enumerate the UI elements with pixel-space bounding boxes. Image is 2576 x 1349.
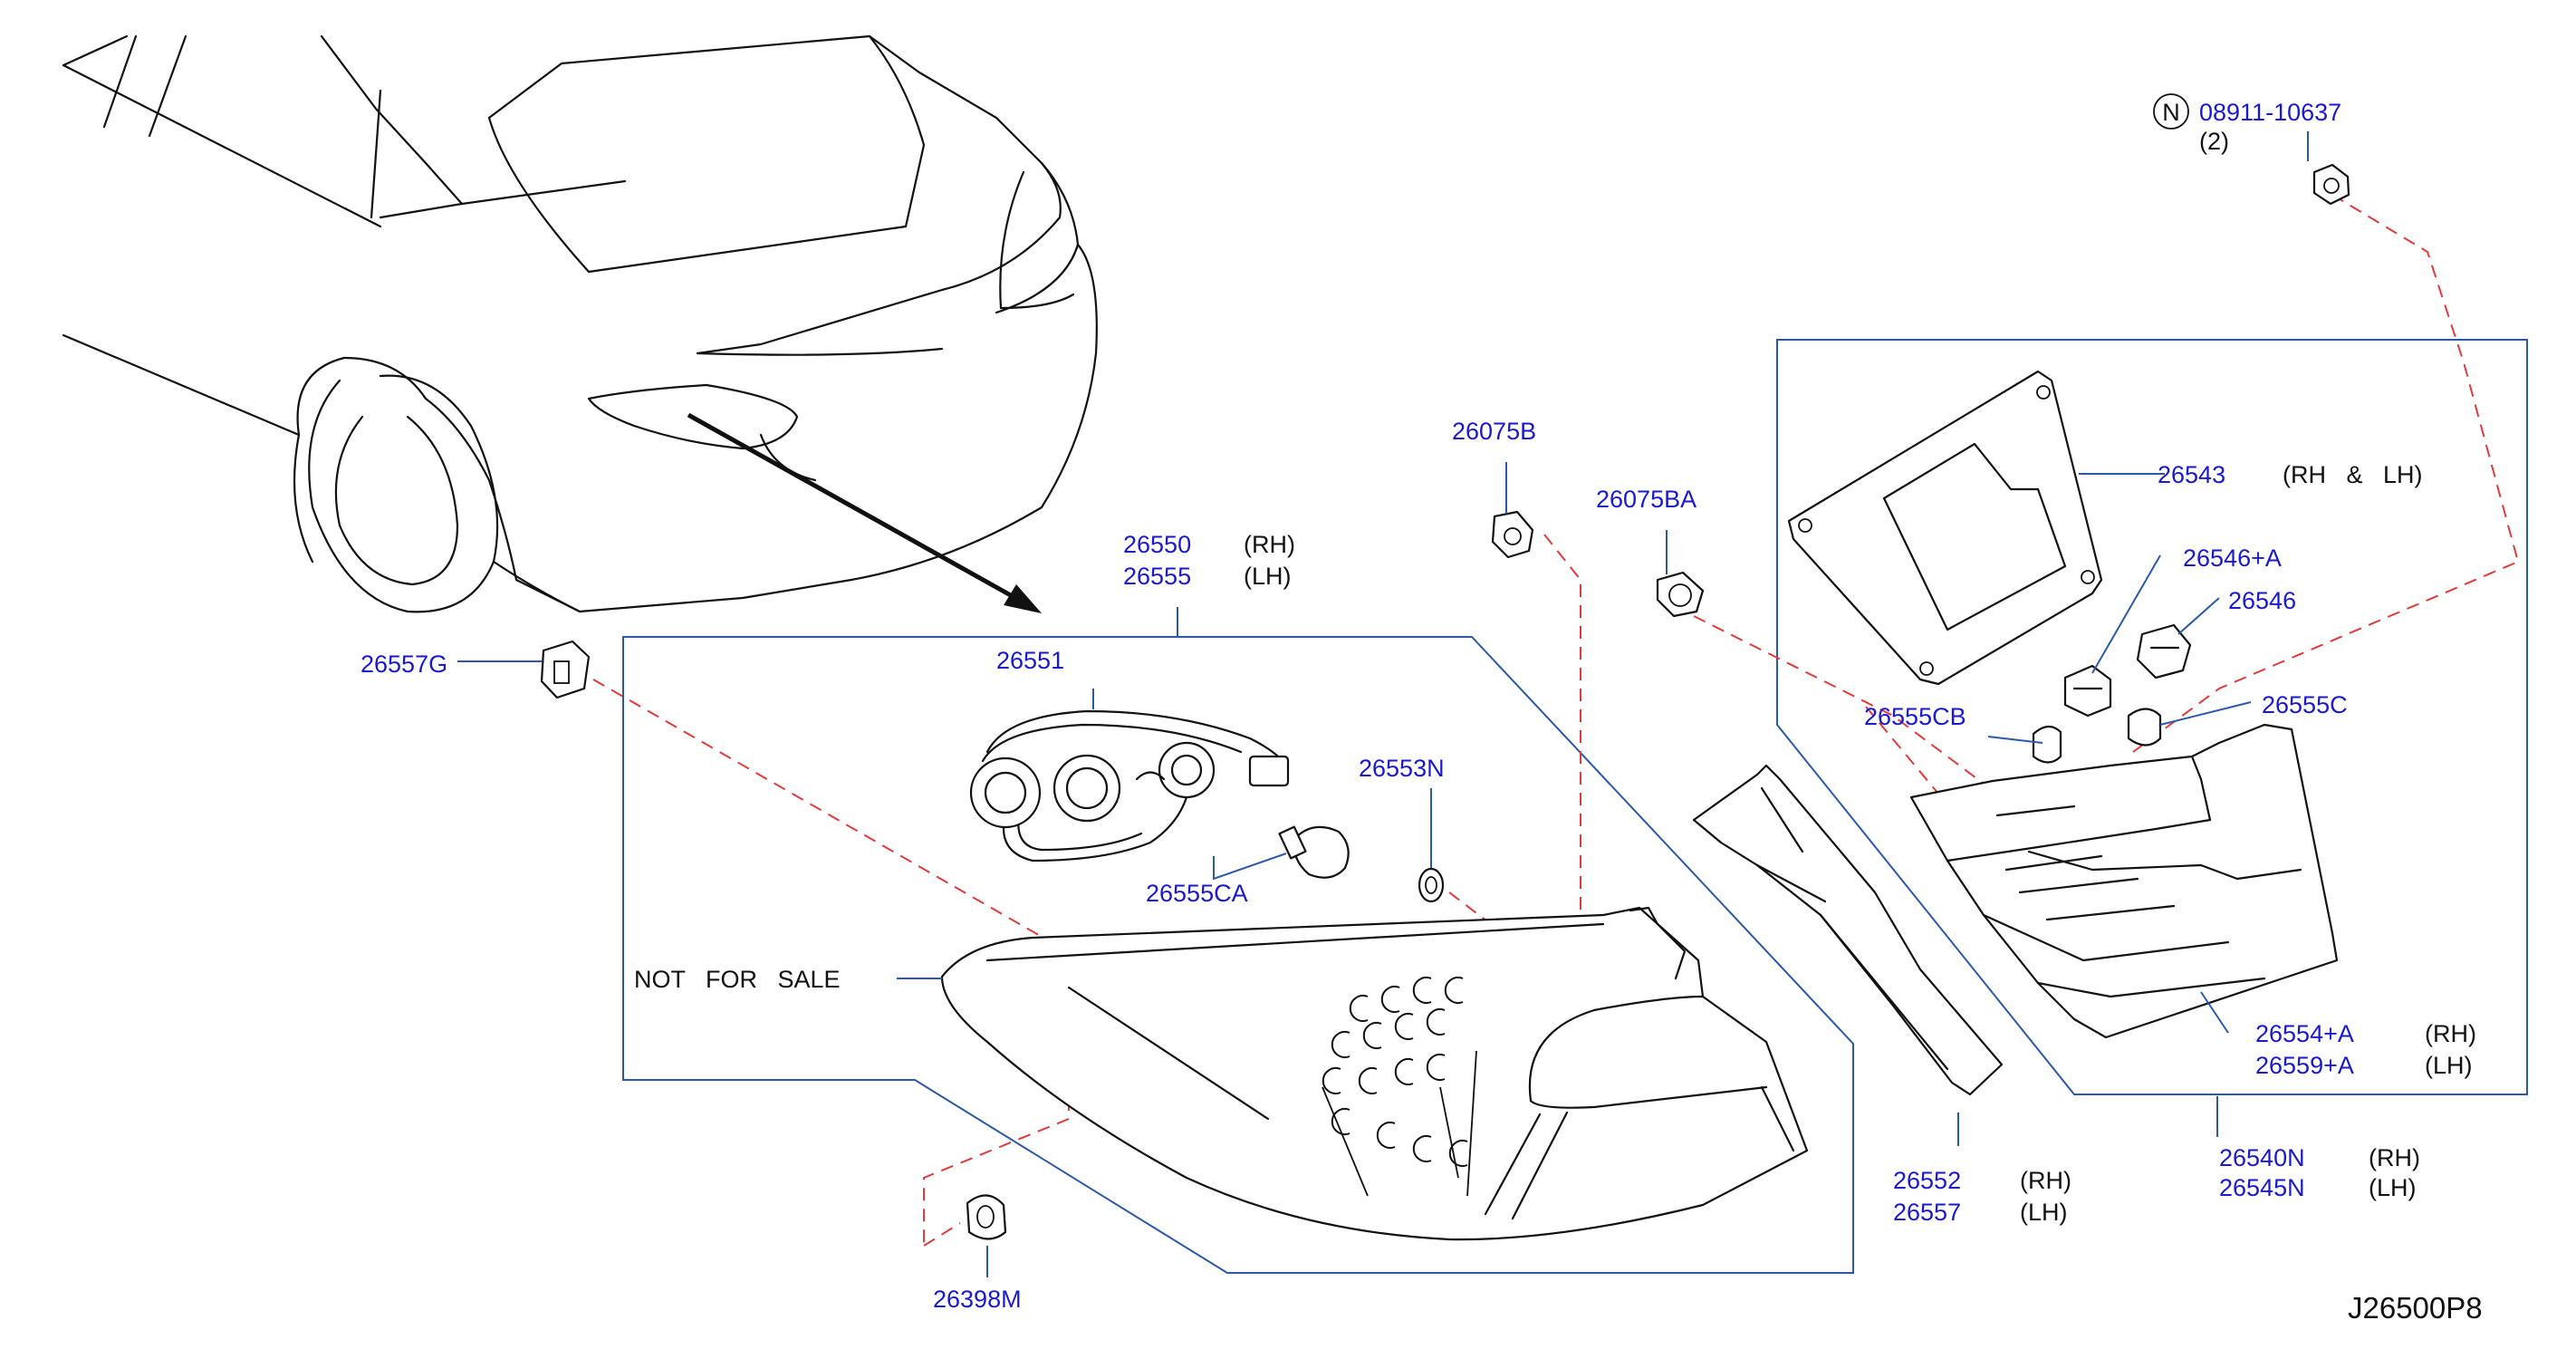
socket-26546	[2136, 623, 2192, 679]
garnish-assembly-outline	[1776, 339, 2528, 1095]
part-number-26555: 26555	[1123, 563, 1191, 590]
part-number-26075B: 26075B	[1452, 418, 1536, 445]
bulb-26555C	[2127, 708, 2162, 747]
part-number-26555CB: 26555CB	[1864, 703, 1966, 730]
part-number-26543: 26543	[2158, 461, 2225, 488]
gasket-26552	[1692, 764, 2004, 1096]
part-side-26540N: (RH)	[2369, 1144, 2420, 1171]
leader-lines	[457, 131, 2309, 1277]
gasket-26543	[1787, 370, 2103, 686]
part-qty-08911: (2)	[2199, 128, 2229, 155]
part-side-26552: (RH)	[2020, 1167, 2071, 1194]
bulb-26555CA	[1278, 825, 1350, 879]
clip-26398M	[966, 1194, 1007, 1240]
part-side-26545N: (LH)	[2369, 1174, 2417, 1201]
n-symbol-circle	[2153, 93, 2189, 130]
part-side-26555: (LH)	[1244, 563, 1292, 590]
part-number-26540N: 26540N	[2219, 1144, 2305, 1171]
part-number-26551: 26551	[996, 647, 1064, 674]
part-number-26550: 26550	[1123, 531, 1191, 558]
part-number-26555C: 26555C	[2262, 691, 2348, 718]
part-side-26559A: (LH)	[2425, 1052, 2473, 1079]
part-side-26543: (RH & LH)	[2283, 461, 2423, 488]
part-number-26553N: 26553N	[1359, 755, 1445, 782]
diagram-id: J26500P8	[2348, 1291, 2483, 1325]
clip-26557G	[540, 640, 591, 699]
part-number-26545N: 26545N	[2219, 1174, 2305, 1201]
part-number-26555CA: 26555CA	[1146, 880, 1248, 907]
part-number-08911: 08911-10637	[2199, 99, 2341, 126]
labels: N 08911-10637 (2) 26543 (RH & LH) 26546+…	[360, 93, 2483, 1325]
tail-lamp-body	[940, 906, 1809, 1241]
led-dots	[1322, 977, 1468, 1167]
vehicle-rear-illustration	[62, 34, 1098, 613]
part-number-26559A: 26559+A	[2255, 1052, 2354, 1079]
part-number-26546: 26546	[2228, 587, 2296, 614]
part-number-26552: 26552	[1893, 1167, 1961, 1194]
grommet-26553N	[1418, 867, 1445, 903]
part-side-26550: (RH)	[1244, 531, 1295, 558]
wiring-harness-26551	[969, 709, 1290, 862]
part-side-26554A: (RH)	[2425, 1020, 2476, 1047]
clip-26075B	[1491, 510, 1534, 559]
part-side-26557: (LH)	[2020, 1199, 2068, 1226]
nut-08911	[2312, 163, 2350, 206]
part-number-26398M: 26398M	[933, 1286, 1022, 1313]
tail-lamp-assembly-outline	[622, 636, 1854, 1274]
part-number-26557: 26557	[1893, 1199, 1961, 1226]
bulb-26555CB	[2032, 725, 2062, 764]
part-number-26546A: 26546+A	[2183, 544, 2282, 572]
part-number-26075BA: 26075BA	[1596, 486, 1697, 513]
n-symbol: N	[2162, 99, 2180, 126]
part-number-26557G: 26557G	[360, 650, 447, 678]
garnish-lamp-26554A	[1909, 723, 2339, 1039]
part-number-26554A: 26554+A	[2255, 1020, 2354, 1047]
socket-26546A	[2063, 664, 2112, 718]
not-for-sale-note: NOT FOR SALE	[634, 966, 841, 993]
clip-26075BA	[1656, 571, 1705, 618]
